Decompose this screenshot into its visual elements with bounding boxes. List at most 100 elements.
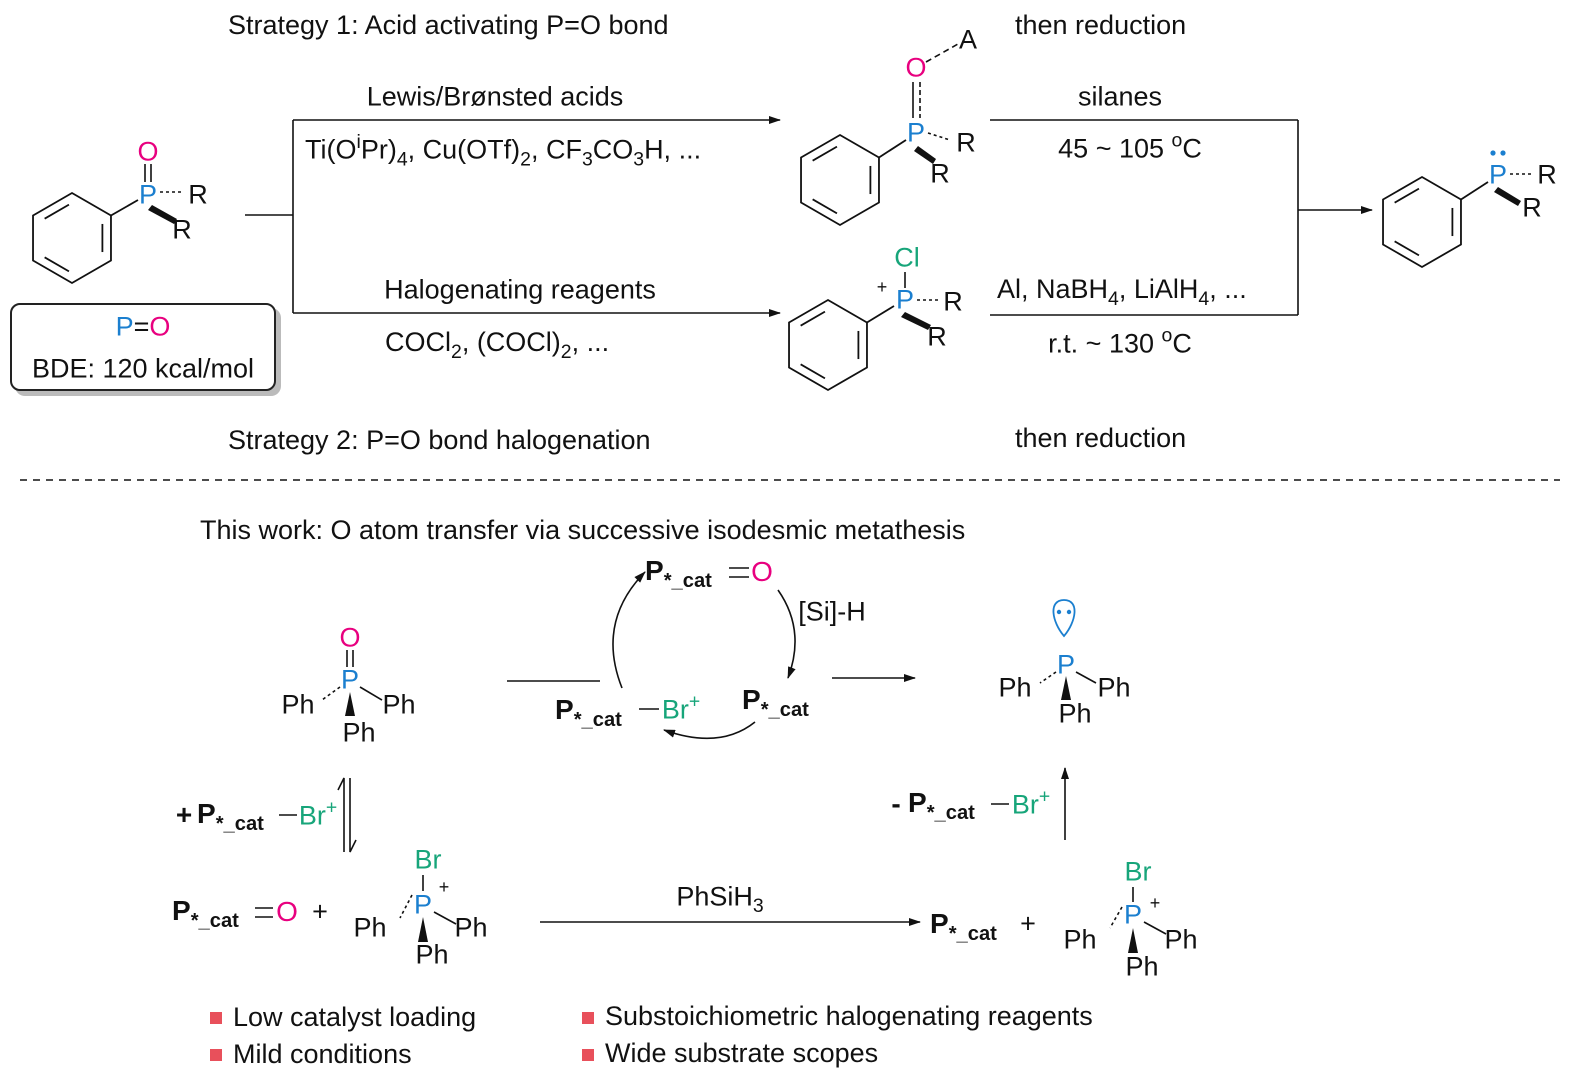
atom-R: R — [188, 179, 208, 210]
atom-R: R — [1537, 159, 1557, 190]
pcat-label: P*_cat — [197, 797, 264, 835]
atom-Br: Br — [414, 844, 442, 875]
text-segment: Ti(O — [305, 134, 357, 165]
plus-sign: + — [175, 799, 193, 830]
phenyl-label: Ph — [998, 672, 1032, 703]
atom-P: P — [413, 889, 433, 920]
text-segment: 4 — [1198, 287, 1210, 310]
cycle-arrow-left — [612, 571, 646, 689]
benzene-ring — [32, 191, 112, 285]
text-segment: Al, NaBH — [997, 274, 1109, 304]
pcat-subscript: *_cat — [215, 812, 264, 835]
strategy1-reagents: Ti(OiPr)4, Cu(OTf)2, CF3CO3H, ... — [305, 132, 701, 171]
bullet-text: Wide substrate scopes — [605, 1038, 879, 1068]
atom-R: R — [956, 127, 976, 158]
strategy1-reduction-temp: 45 ~ 105 oC — [1058, 129, 1202, 163]
text-segment: , LiAlH — [1118, 274, 1199, 304]
charge-plus: + — [438, 877, 450, 897]
bullet-text: Low catalyst loading — [233, 1002, 477, 1032]
bullet-icon — [210, 1049, 222, 1061]
strategy1-reagent-label: Lewis/Brønsted acids — [366, 81, 624, 112]
atom-P: P — [895, 284, 915, 315]
charge-plus: + — [876, 277, 888, 297]
text-segment: 3 — [752, 895, 764, 918]
equilibrium-down — [349, 778, 357, 853]
phenyl-label: Ph — [1164, 924, 1198, 955]
pcat-label: P*_cat — [742, 685, 809, 721]
atom-R: R — [172, 214, 192, 245]
atom-P: P — [1056, 649, 1076, 680]
text-segment: 2 — [520, 148, 531, 171]
plus-sign: + — [1020, 908, 1036, 939]
bromonium-label: Br+ — [662, 690, 701, 724]
pcat-label: P*_cat — [908, 786, 975, 823]
charge-plus: + — [1149, 893, 1161, 913]
text-segment: + — [1038, 785, 1051, 808]
pcat-P: P — [555, 693, 574, 725]
phenyl-label: Ph — [1063, 924, 1097, 955]
minus-sign: - — [891, 788, 901, 819]
text-segment: Br — [1011, 789, 1039, 820]
equilibrium-up — [337, 777, 345, 852]
atom-A: A — [958, 24, 978, 55]
text-segment: COCl — [385, 327, 451, 357]
plus-sign: + — [312, 896, 328, 927]
pcat-label: P*_cat — [555, 693, 622, 731]
pcat-subscript: *_cat — [190, 909, 239, 932]
atom-P: P — [1123, 899, 1143, 930]
atom-P: P — [906, 117, 926, 148]
strategy2-then: then reduction — [1015, 423, 1187, 453]
pcat-P: P — [930, 907, 949, 939]
text-segment: 4 — [396, 148, 408, 171]
phenyl-label: Ph — [1058, 698, 1092, 729]
bond-label: P=O — [115, 311, 171, 342]
pcat-P: P — [172, 894, 191, 926]
strategy2-reduction-label: Al, NaBH4, LiAlH4, ... — [997, 276, 1247, 309]
text-segment: o — [1171, 129, 1183, 152]
product-lone-pair-icon — [1490, 150, 1506, 156]
text-segment: Br — [298, 800, 326, 831]
phenyl-label: Ph — [454, 912, 488, 943]
lone-pair-icon — [1052, 599, 1076, 638]
bde-value: BDE: 120 kcal/mol — [31, 353, 255, 384]
atom-O: O — [751, 556, 773, 587]
atom-Br: Br — [1124, 856, 1152, 887]
text-segment: , Cu(OTf) — [407, 134, 521, 165]
atom-R: R — [943, 286, 963, 317]
pcat-P: P — [908, 786, 927, 818]
pcat-subscript: *_cat — [573, 708, 622, 731]
atom-Cl: Cl — [894, 242, 920, 273]
bullet-icon — [582, 1049, 594, 1061]
text-segment: CO — [592, 134, 634, 165]
text-segment: , ... — [1209, 274, 1247, 304]
atom-R: R — [1522, 192, 1542, 223]
atom-P: P — [138, 179, 158, 210]
text-segment: o — [1161, 324, 1173, 347]
bullet-icon — [210, 1012, 222, 1024]
text-segment: , (COCl) — [461, 327, 561, 357]
phenyl-label: Ph — [382, 689, 416, 720]
pcat-P: P — [197, 797, 216, 829]
atom-R: R — [930, 158, 950, 189]
pcat-subscript: *_cat — [760, 698, 809, 721]
strategy2-reduction-temp: r.t. ~ 130 oC — [1048, 324, 1192, 358]
text-segment: , CF — [530, 134, 582, 165]
silane-label: [Si]-H — [798, 596, 866, 627]
this-work-title: This work: O atom transfer via successiv… — [200, 515, 966, 545]
benzene-ring — [800, 133, 880, 227]
text-segment: + — [688, 690, 701, 713]
bde-box: P=O BDE: 120 kcal/mol — [10, 303, 276, 391]
atom-P: P — [340, 664, 360, 695]
text-segment: PhSiH — [676, 881, 753, 912]
benzene-rings — [32, 133, 1489, 392]
atom-O: O — [137, 136, 159, 167]
bullet-text: Substoichiometric halogenating reagents — [605, 1001, 1093, 1031]
text-segment: 2 — [451, 340, 462, 363]
text-segment: 3 — [581, 148, 593, 171]
text-segment: , ... — [571, 327, 610, 357]
pcat-label: P*_cat — [172, 894, 239, 932]
atom-P: P — [1488, 159, 1508, 190]
strategy2-reagents: COCl2, (COCl)2, ... — [385, 329, 609, 362]
